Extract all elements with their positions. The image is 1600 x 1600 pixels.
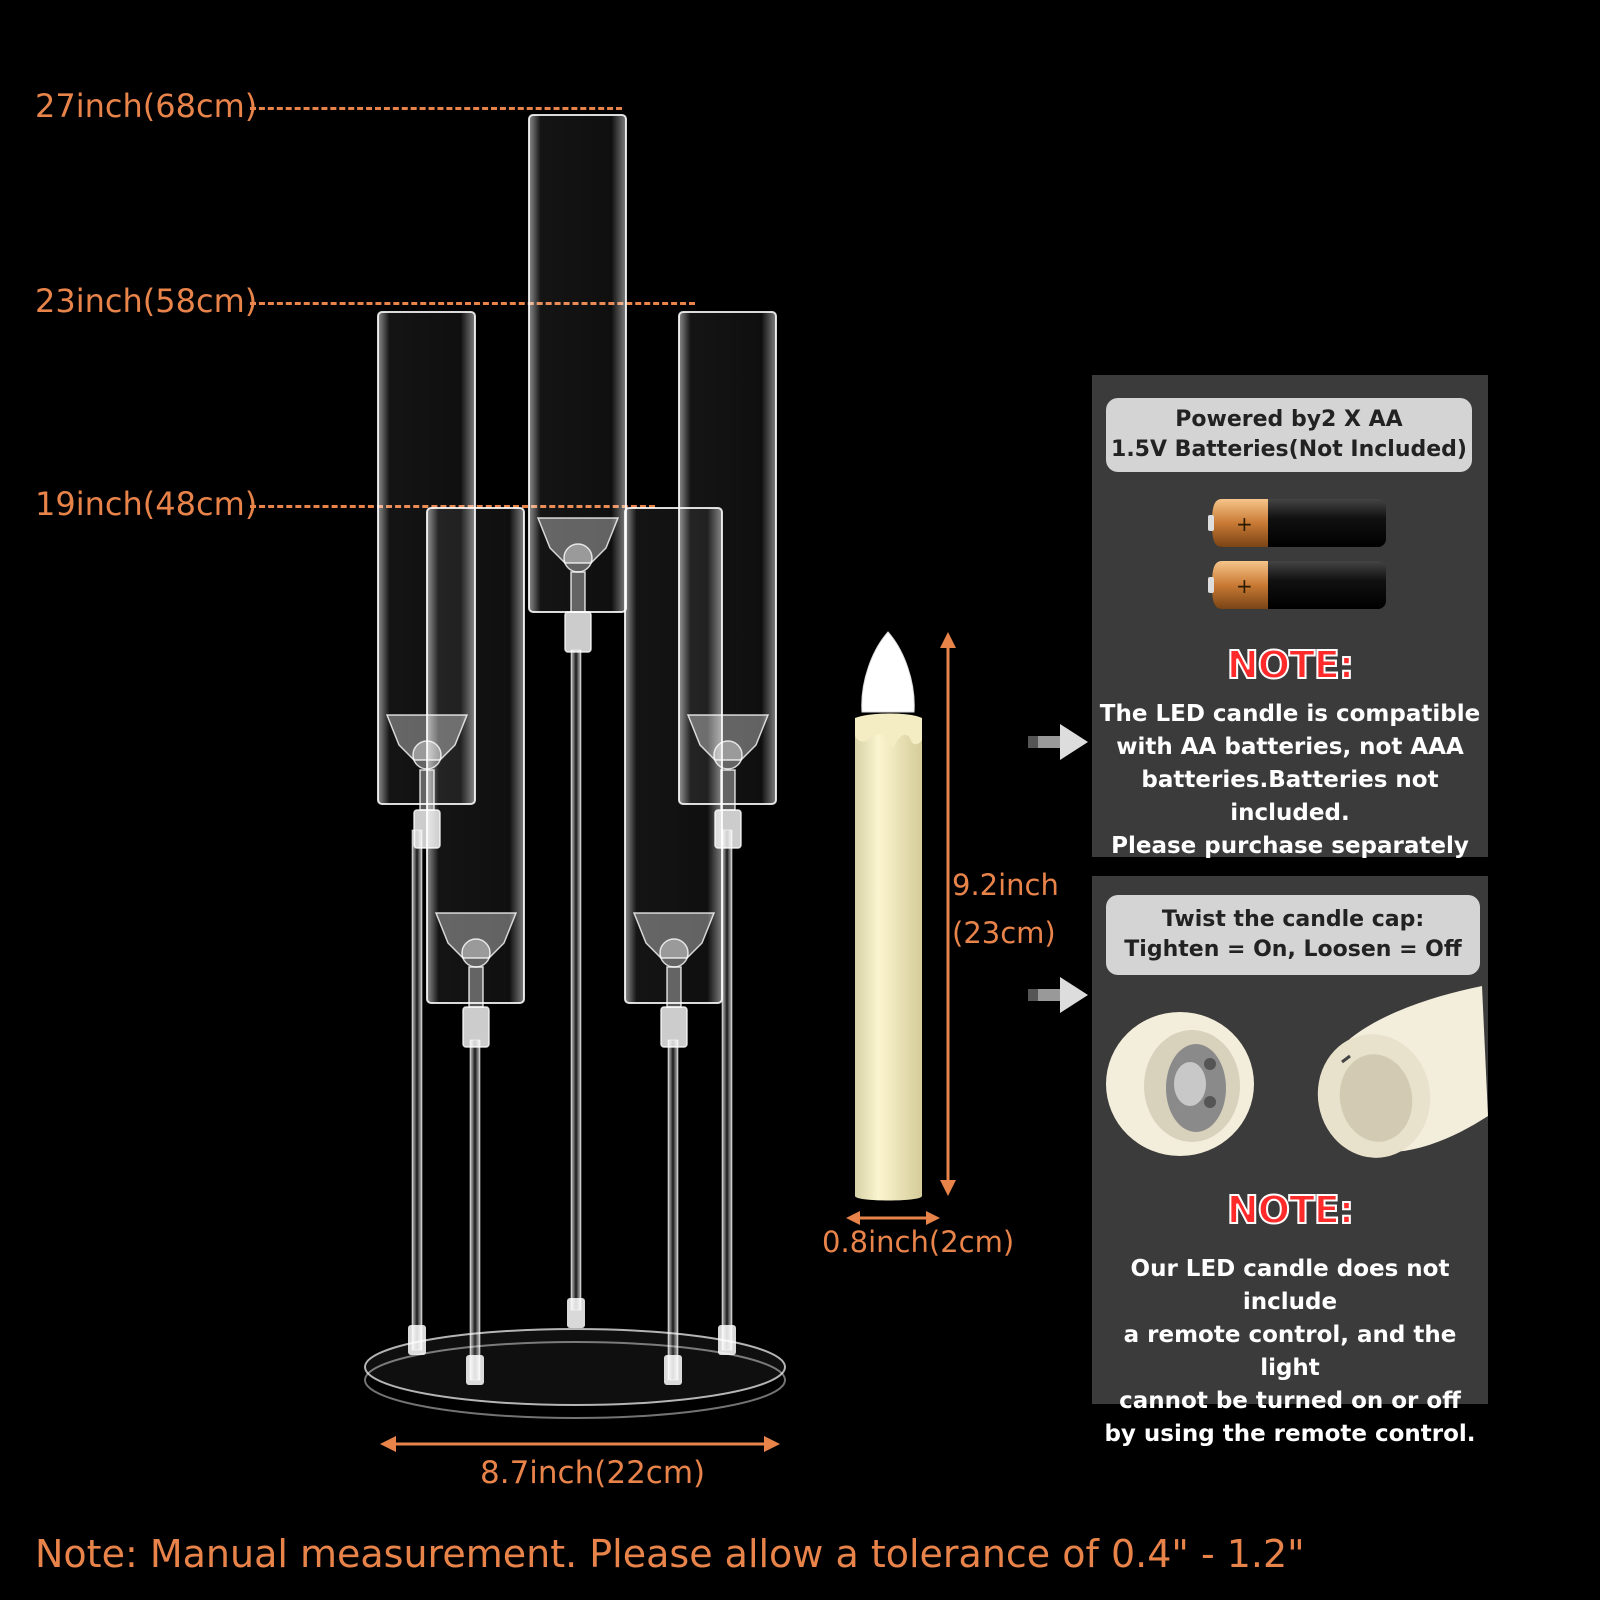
battery-note-colon: : — [1338, 642, 1355, 688]
height-guide-27 — [250, 107, 622, 110]
height-label-19: 19inch(48cm) — [35, 485, 258, 523]
switch-note-line: cannot be turned on or off — [1119, 1388, 1461, 1414]
battery-icon: + + — [1208, 499, 1386, 609]
switch-note-word: NOTE — [1226, 1187, 1341, 1233]
arrow-right-icon — [1028, 724, 1088, 760]
switch-note-title: NOTE: — [1092, 1187, 1488, 1233]
candle-height-cm-label: (23cm) — [952, 916, 1056, 950]
base-width-label: 8.7inch(22cm) — [480, 1455, 706, 1491]
candle-cap-photo — [1106, 986, 1488, 1158]
switch-pill: Twist the candle cap: Tighten = On, Loos… — [1106, 895, 1480, 975]
battery-pill-line1: Powered by2 X AA — [1175, 407, 1403, 432]
measurement-tolerance-note: Note: Manual measurement. Please allow a… — [35, 1532, 1305, 1576]
switch-pill-line2: Tighten = On, Loosen = Off — [1124, 937, 1462, 962]
switch-note-line: by using the remote control. — [1104, 1421, 1476, 1447]
height-label-23: 23inch(58cm) — [35, 282, 258, 320]
battery-note-title: NOTE: — [1092, 642, 1488, 688]
battery-plus-label: + — [1236, 512, 1253, 536]
switch-pill-line1: Twist the candle cap: — [1161, 907, 1425, 932]
height-guide-23 — [250, 302, 695, 305]
candle-height-label: 9.2inch — [952, 868, 1059, 902]
switch-note-body: Our LED candle does not include a remote… — [1092, 1253, 1488, 1451]
height-label-27: 27inch(68cm) — [35, 87, 258, 125]
switch-info-panel: Twist the candle cap: Tighten = On, Loos… — [1092, 876, 1488, 1447]
battery-pill: Powered by2 X AA 1.5V Batteries(Not Incl… — [1106, 398, 1472, 472]
battery-pill-line2: 1.5V Batteries(Not Included) — [1111, 437, 1467, 462]
switch-note-line: a remote control, and the light — [1123, 1322, 1457, 1381]
switch-note-line: Our LED candle does not include — [1130, 1256, 1450, 1315]
battery-note-line: with AA batteries, not AAA — [1116, 734, 1464, 760]
battery-note-line: batteries.Batteries not included. — [1141, 767, 1439, 826]
battery-info-panel: Powered by2 X AA 1.5V Batteries(Not Incl… — [1092, 375, 1488, 859]
battery-note-line: Please purchase separately — [1111, 833, 1469, 859]
battery-note-word: NOTE — [1226, 642, 1341, 688]
battery-note-body: The LED candle is compatible with AA bat… — [1092, 698, 1488, 863]
switch-note-colon: : — [1338, 1187, 1355, 1233]
candle-width-label: 0.8inch(2cm) — [822, 1225, 1015, 1259]
arrow-right-icon — [1028, 977, 1088, 1013]
battery-plus-label: + — [1236, 574, 1253, 598]
battery-note-line: The LED candle is compatible — [1099, 701, 1481, 727]
